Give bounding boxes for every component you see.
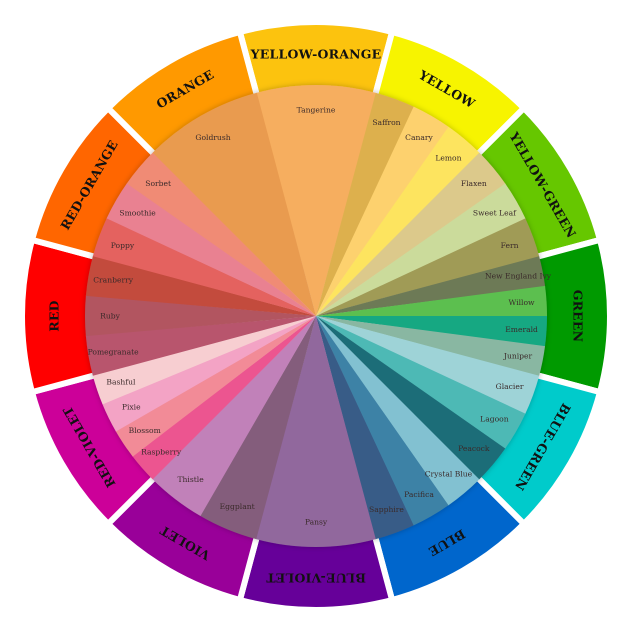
shade-slice-glacier	[316, 316, 540, 415]
shade-slice-cranberry	[85, 255, 316, 316]
shade-label: Flaxen	[461, 179, 487, 188]
shade-slice-peacock	[316, 316, 506, 480]
shade-label: Bashful	[106, 378, 136, 387]
shade-label: Sapphire	[369, 505, 404, 514]
shade-label: Blossom	[129, 426, 161, 435]
shade-label: Goldrush	[195, 133, 230, 142]
shade-label: Canary	[405, 133, 433, 142]
shade-label: Eggplant	[220, 502, 255, 511]
shade-slice-tangerine	[256, 85, 377, 316]
shade-slice-smoothie	[106, 183, 316, 316]
family-label: GREEN	[571, 290, 586, 343]
shade-label: New England Ivy	[485, 271, 552, 280]
shade-label: Raspberry	[141, 447, 182, 456]
shade-label: Ruby	[100, 312, 120, 321]
shade-label: Pacifica	[404, 490, 434, 499]
shade-slice-flaxen	[316, 152, 506, 316]
shade-label: Crystal Blue	[425, 469, 473, 478]
shade-slice-poppy	[92, 217, 317, 316]
shade-label: Fern	[501, 241, 519, 250]
shade-label: Smoothie	[119, 209, 156, 218]
shade-slice-crystal-blue	[316, 316, 480, 506]
shade-label: Sweet Leaf	[473, 209, 517, 218]
family-label: RED	[47, 300, 62, 331]
shade-slice-raspberry	[132, 316, 316, 480]
shade-slice-saffron	[316, 92, 415, 317]
shade-label: Pixie	[122, 403, 141, 412]
shade-slice-ruby	[85, 295, 317, 337]
shade-label: Pansy	[305, 518, 328, 527]
shade-slice-sweet-leaf	[316, 183, 526, 316]
shade-label: Juniper	[503, 352, 533, 361]
shade-slice-juniper	[316, 316, 546, 377]
shade-slice-sorbet	[126, 152, 316, 316]
shade-slice-willow	[316, 285, 547, 317]
family-label: YELLOW-ORANGE	[250, 47, 382, 62]
shade-slice-sapphire	[316, 316, 414, 540]
shade-slice-new-england-ivy	[316, 256, 546, 316]
shade-slice-pansy	[255, 316, 376, 547]
inner-pie	[85, 85, 547, 547]
shade-label: Lemon	[435, 154, 461, 163]
shade-slice-pacifica	[316, 316, 449, 526]
shade-label: Poppy	[111, 241, 135, 250]
shade-label: Thistle	[177, 475, 204, 484]
shade-label: Pomegranate	[88, 347, 140, 356]
shade-label: Cranberry	[93, 276, 133, 285]
shade-slice-canary	[316, 106, 449, 316]
shade-slice-blossom	[115, 316, 316, 457]
shade-label: Emerald	[505, 325, 538, 334]
shade-slice-goldrush	[152, 92, 316, 316]
shade-slice-lemon	[316, 126, 480, 316]
shade-slice-eggplant	[199, 316, 316, 540]
shade-slice-lagoon	[316, 316, 526, 449]
shade-slice-bashful	[92, 316, 316, 405]
shade-label: Peacock	[458, 444, 490, 453]
shade-slice-pixie	[102, 316, 317, 432]
shade-label: Tangerine	[297, 106, 336, 115]
shade-slice-fern	[316, 218, 540, 316]
shade-label: Glacier	[496, 382, 524, 391]
shade-label: Saffron	[372, 118, 400, 127]
shade-label: Willow	[509, 298, 536, 307]
shade-label: Sorbet	[145, 179, 171, 188]
shade-slice-thistle	[152, 316, 316, 517]
family-label: BLUE-VIOLET	[266, 571, 366, 586]
shade-label: Lagoon	[480, 415, 509, 424]
